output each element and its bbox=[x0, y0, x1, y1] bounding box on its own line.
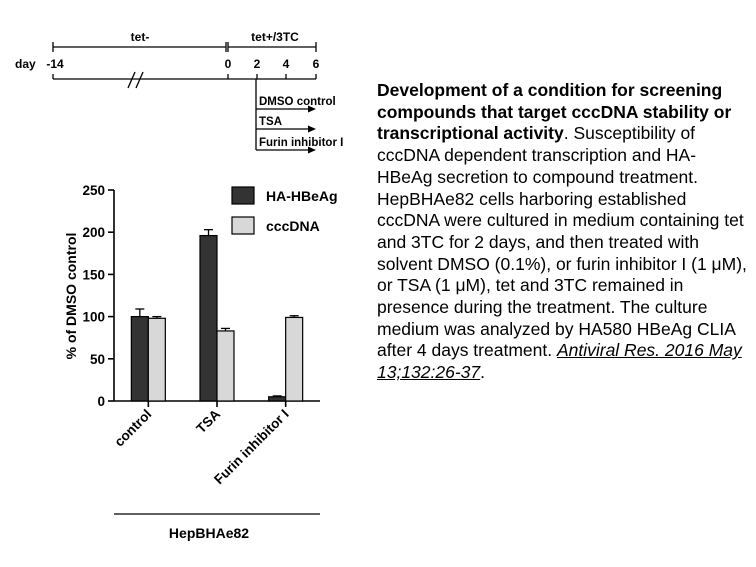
timeline-day-label: day bbox=[15, 57, 36, 71]
timeline-tick-label: 6 bbox=[313, 57, 320, 71]
legend-swatch bbox=[231, 186, 255, 205]
timeline-tick-label: 0 bbox=[225, 57, 232, 71]
bar-cccdna-2 bbox=[285, 316, 304, 402]
x-tick-label: control bbox=[111, 407, 154, 450]
legend: HA-HBeAg cccDNA bbox=[231, 186, 338, 235]
legend-label: cccDNA bbox=[266, 218, 320, 234]
bar-cccdna-0 bbox=[147, 317, 166, 402]
timeline-tick-label: -14 bbox=[46, 57, 64, 71]
y-tick-label: 100 bbox=[82, 310, 105, 325]
y-axis-label: % of DMSO control bbox=[63, 233, 79, 360]
caption-citation-link[interactable]: Antiviral Res. 2016 May 13;132:26-37 bbox=[377, 340, 742, 383]
treatment-label-furin: Furin inhibitor I bbox=[259, 137, 343, 149]
bar-ha-hbeag-2 bbox=[268, 396, 287, 402]
caption-title: Development of a condition for screening… bbox=[377, 80, 732, 144]
timeline-tick-label: 4 bbox=[283, 57, 290, 71]
caption-body: . Susceptibility of cccDNA dependent tra… bbox=[377, 123, 747, 361]
legend-swatch bbox=[231, 216, 255, 235]
figure-caption: Development of a condition for screening… bbox=[377, 80, 749, 384]
figure: tet- tet+/3TC day -14 0 2 4 6 DMSO contr… bbox=[15, 30, 343, 541]
treatment-label-tsa: TSA bbox=[259, 116, 282, 128]
arrow-icon bbox=[308, 146, 316, 154]
group-label: HepBHAe82 bbox=[169, 525, 249, 541]
timeline-segment-after: tet+/3TC bbox=[251, 30, 299, 44]
arrow-icon bbox=[308, 105, 316, 113]
timeline-tick-label: 2 bbox=[254, 57, 261, 71]
bars bbox=[130, 229, 304, 402]
x-tick-label: TSA bbox=[193, 406, 223, 436]
y-tick-label: 50 bbox=[90, 352, 105, 367]
bar-ha-hbeag-1 bbox=[199, 234, 218, 402]
treatment-label-dmso: DMSO control bbox=[259, 96, 336, 108]
timeline-segment-before: tet- bbox=[131, 30, 150, 44]
caption-end: . bbox=[480, 362, 486, 383]
legend-label: HA-HBeAg bbox=[266, 188, 338, 204]
y-tick-label: 250 bbox=[82, 183, 105, 198]
bar-cccdna-1 bbox=[216, 330, 235, 402]
x-tick-label: Furin inhibitor I bbox=[211, 407, 292, 488]
y-tick-label: 150 bbox=[82, 267, 105, 282]
y-tick-label: 200 bbox=[82, 225, 105, 240]
axis-break-icon bbox=[127, 71, 136, 89]
y-ticks: 0 50 100 150 200 250 bbox=[82, 183, 114, 409]
bar-ha-hbeag-0 bbox=[130, 316, 149, 402]
arrow-icon bbox=[308, 125, 316, 133]
y-tick-label: 0 bbox=[97, 394, 105, 409]
timeline: tet- tet+/3TC day -14 0 2 4 6 DMSO contr… bbox=[15, 30, 343, 154]
